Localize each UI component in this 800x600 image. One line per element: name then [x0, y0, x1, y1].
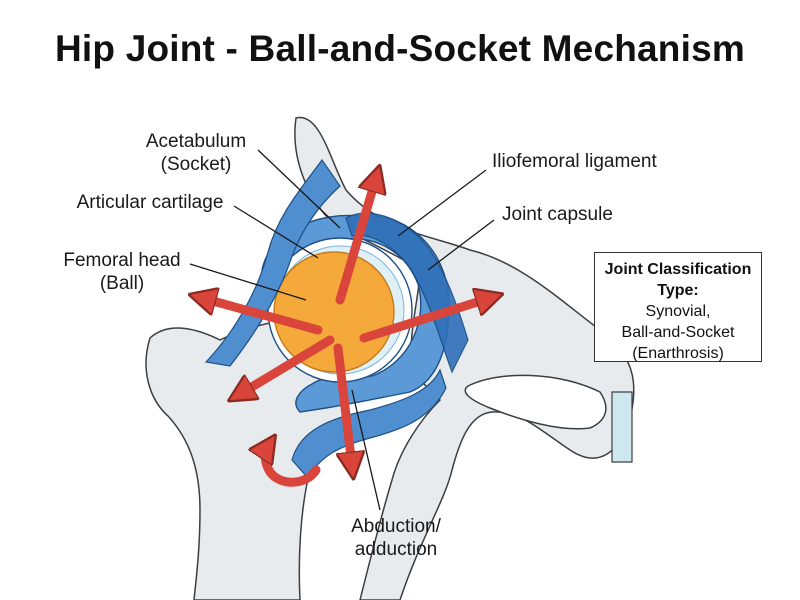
label-joint-capsule: Joint capsule: [502, 204, 613, 225]
label-iliofemoral-ligament: Iliofemoral ligament: [492, 151, 657, 172]
classification-heading-line2: Type:: [657, 282, 699, 299]
arrow-up: [335, 178, 376, 305]
label-adduction: adduction: [355, 539, 437, 560]
classification-heading-line1: Joint Classification: [604, 261, 752, 278]
pubic-symphysis: [611, 391, 633, 463]
classification-line-1: Synovial,: [645, 303, 711, 320]
leader-lines: [189, 149, 495, 511]
arrow-left: [202, 298, 323, 335]
label-femoral-head: Femoral head: [63, 250, 180, 271]
obturator-foramen: [464, 374, 607, 430]
arrow-down-left: [240, 335, 335, 394]
label-socket: (Socket): [161, 154, 232, 175]
movement-arrows: [202, 178, 490, 487]
classification-box: Joint Classification Type: Synovial, Bal…: [594, 252, 762, 362]
classification-line-2: Ball-and-Socket: [621, 324, 735, 341]
arrow-right: [359, 298, 490, 343]
femoral-head: [273, 251, 395, 373]
classification-line-3: (Enarthrosis): [632, 345, 724, 362]
label-acetabulum: Acetabulum: [146, 131, 246, 152]
acetabular-ligament: [204, 158, 341, 367]
label-abduction: Abduction/: [351, 516, 442, 537]
arrow-down: [333, 343, 352, 466]
rotation-arrow: [265, 446, 321, 487]
page-title: Hip Joint - Ball-and-Socket Mechanism: [55, 28, 745, 69]
label-articular-cartilage: Articular cartilage: [77, 192, 224, 213]
label-ball: (Ball): [100, 273, 144, 294]
